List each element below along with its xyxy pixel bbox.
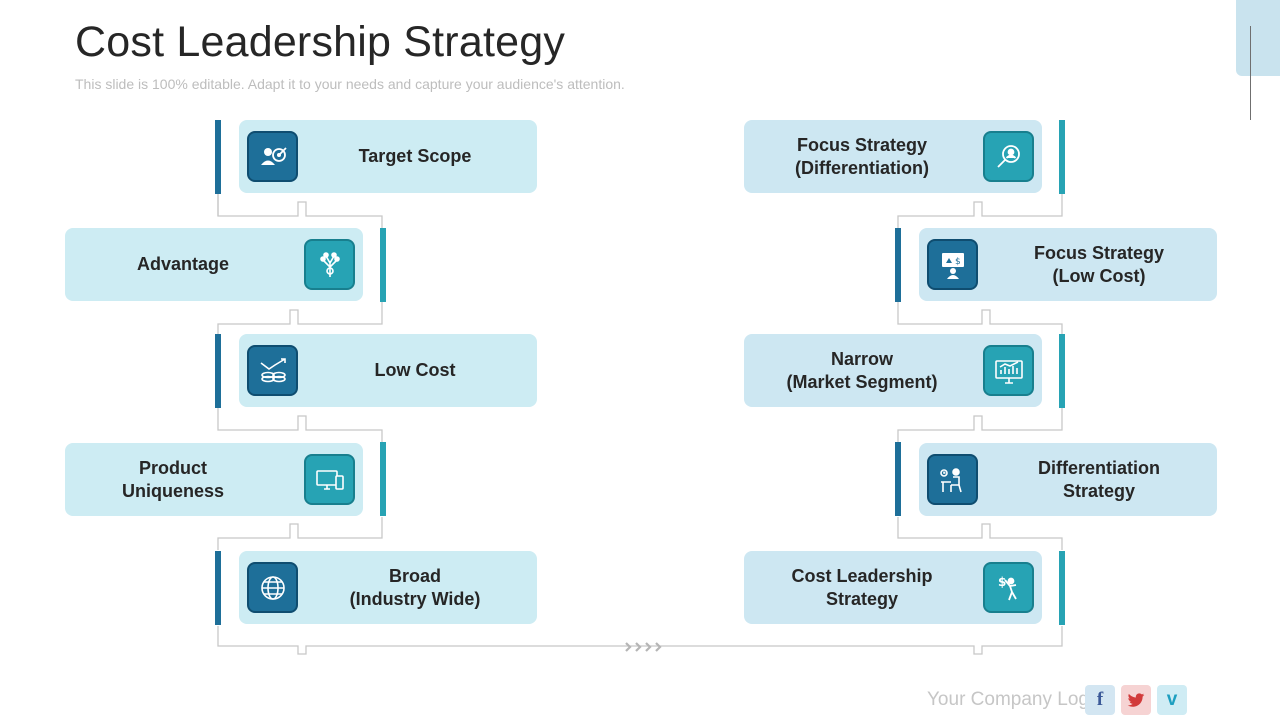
card-label: Advantage — [136, 254, 230, 274]
accent-bar — [1059, 551, 1065, 625]
page-subtitle: This slide is 100% editable. Adapt it to… — [75, 76, 625, 92]
presentation-dollar-icon: $ — [927, 239, 978, 290]
card-cost-leadership[interactable]: Cost Leadership Strategy $ — [744, 551, 1042, 624]
svg-text:$: $ — [998, 575, 1006, 589]
company-logo-text: Your Company Logo — [927, 689, 1100, 710]
coins-decline-icon — [247, 345, 298, 396]
monitor-chart-icon — [983, 345, 1034, 396]
card-label: Target Scope — [358, 146, 472, 166]
flow-chevrons — [625, 642, 662, 652]
card-target-scope[interactable]: Target Scope — [239, 120, 537, 193]
card-low-cost[interactable]: Low Cost — [239, 334, 537, 407]
card-differentiation-strategy[interactable]: Differentiation Strategy — [919, 443, 1217, 516]
card-product-uniqueness[interactable]: Product Uniqueness — [65, 443, 363, 516]
accent-bar — [380, 228, 386, 302]
card-label: Focus Strategy (Differentiation) — [795, 134, 929, 178]
corner-decoration — [1236, 0, 1280, 76]
card-label: Narrow (Market Segment) — [786, 348, 938, 392]
tree-network-icon — [304, 239, 355, 290]
accent-bar — [1059, 334, 1065, 408]
card-label: Cost Leadership Strategy — [791, 565, 933, 609]
card-focus-low-cost[interactable]: $ Focus Strategy (Low Cost) — [919, 228, 1217, 301]
facebook-icon[interactable]: f — [1085, 685, 1115, 715]
card-label: Focus Strategy (Low Cost) — [1033, 242, 1165, 286]
accent-bar — [895, 442, 901, 516]
person-at-desk-icon — [927, 454, 978, 505]
globe-icon — [247, 562, 298, 613]
accent-bar — [215, 551, 221, 625]
vimeo-icon[interactable]: v — [1157, 685, 1187, 715]
target-user-icon — [247, 131, 298, 182]
page-title: Cost Leadership Strategy — [75, 18, 566, 66]
card-label: Broad (Industry Wide) — [349, 565, 481, 609]
card-focus-differentiation[interactable]: Focus Strategy (Differentiation) — [744, 120, 1042, 193]
card-label: Differentiation Strategy — [1037, 457, 1160, 501]
accent-bar — [215, 120, 221, 194]
card-narrow[interactable]: Narrow (Market Segment) — [744, 334, 1042, 407]
svg-text:$: $ — [955, 257, 961, 267]
card-advantage[interactable]: Advantage — [65, 228, 363, 301]
person-dollar-icon: $ — [983, 562, 1034, 613]
accent-bar — [1059, 120, 1065, 194]
search-user-icon — [983, 131, 1034, 182]
corner-line — [1250, 26, 1251, 120]
accent-bar — [215, 334, 221, 408]
accent-bar — [895, 228, 901, 302]
accent-bar — [380, 442, 386, 516]
card-label: Low Cost — [374, 360, 456, 380]
twitter-icon[interactable] — [1121, 685, 1151, 715]
card-label: Product Uniqueness — [121, 457, 225, 501]
devices-icon — [304, 454, 355, 505]
card-broad[interactable]: Broad (Industry Wide) — [239, 551, 537, 624]
